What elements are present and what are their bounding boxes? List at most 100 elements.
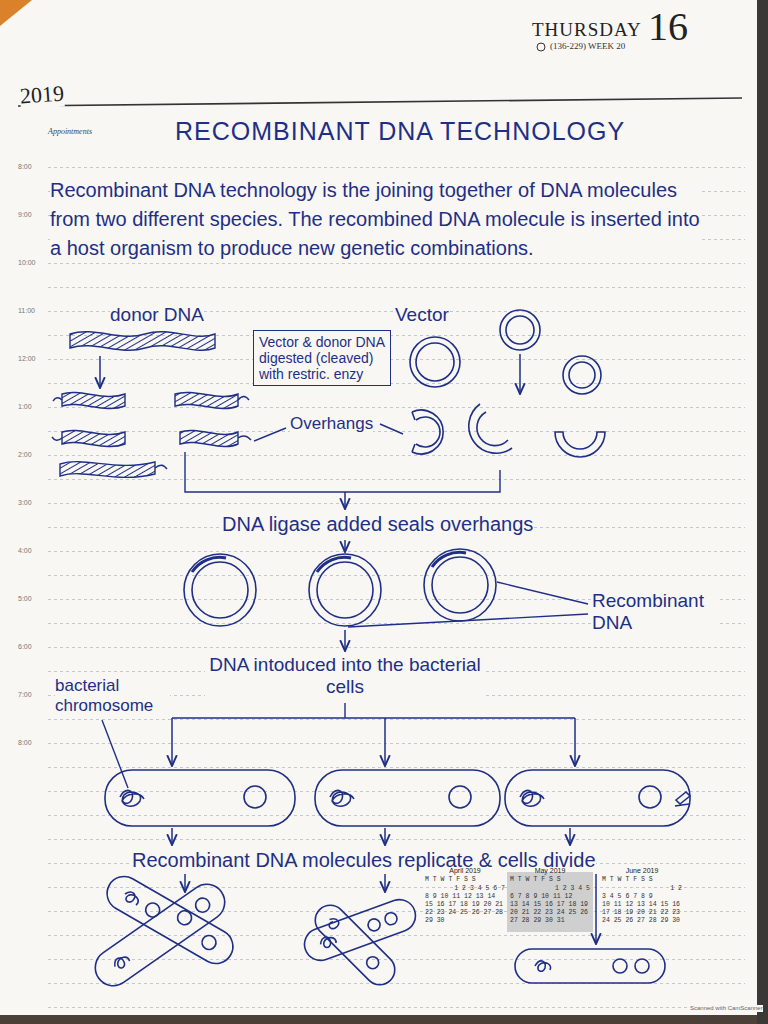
bacterial-cells-part xyxy=(449,786,471,808)
flow-arrows-part xyxy=(569,828,571,845)
vector-plasmids-part xyxy=(569,362,595,388)
calendar-text: 1 2 xyxy=(602,885,682,893)
flow-arrows-part xyxy=(574,718,576,766)
calendar-text: 27 28 29 30 31 xyxy=(510,917,590,925)
step-label: DNA ligase added seals overhangs xyxy=(222,512,533,536)
vector-plasmids-part xyxy=(500,310,540,350)
calendar-highlight xyxy=(507,864,593,932)
calendar-text: 29 30 xyxy=(425,917,505,925)
paper-page-part xyxy=(537,43,545,51)
bacterial-cells xyxy=(105,770,690,826)
bacterial-cells-part xyxy=(520,790,544,806)
dividing-cells-part-part xyxy=(383,911,398,926)
flow-arrows xyxy=(100,354,596,944)
dividing-cells-part-part xyxy=(199,933,218,952)
bacterial-cells-part xyxy=(675,792,690,806)
calendar-text: 10 11 12 13 14 15 16 xyxy=(602,901,682,909)
part-label: Overhangs xyxy=(290,414,373,434)
calendar-text: 6 7 8 9 10 11 12 xyxy=(510,893,590,901)
dividing-cells-part-part xyxy=(309,899,401,991)
vector-plasmids-part xyxy=(416,343,454,381)
part-label: bacterial chromosome xyxy=(55,676,170,716)
bacterial-cells-part xyxy=(120,790,144,806)
calendar-text: June 2019 xyxy=(602,866,682,875)
time-marker: 2:00 xyxy=(18,451,32,459)
dividing-cells-part-part xyxy=(326,916,341,931)
paper-page-part xyxy=(0,0,32,26)
vector-plasmids-part xyxy=(410,337,460,387)
dividing-cells-part-part xyxy=(515,949,665,983)
time-marker: 3:00 xyxy=(18,499,32,507)
donor-dna-strands-part xyxy=(62,430,125,446)
flow-arrows-part xyxy=(384,718,386,766)
bacterial-cells-part xyxy=(505,770,690,826)
recombinant-plasmids-part xyxy=(432,552,466,567)
definition-text: Recombinant DNA technology is the joinin… xyxy=(50,176,700,263)
calendar-text: M T W T F S S xyxy=(602,876,682,884)
paper-page-part xyxy=(757,0,768,1024)
dividing-cells-part-part xyxy=(364,954,381,971)
time-marker: 11:00 xyxy=(18,307,35,315)
time-marker: 1:00 xyxy=(18,403,32,411)
dividing-cells-part xyxy=(309,899,401,991)
donor-dna-strands-part xyxy=(70,332,215,351)
flow-arrows-part xyxy=(595,874,597,944)
week-number: (136-229) WEEK 20 xyxy=(550,41,625,52)
cut-plasmids xyxy=(412,404,605,457)
strand-tails xyxy=(52,397,251,470)
part-label: Vector xyxy=(395,303,449,326)
flow-arrows-part xyxy=(519,354,521,394)
calendar-highlight-part xyxy=(507,864,593,932)
cut-plasmids-part xyxy=(469,404,512,453)
flow-arrows-part xyxy=(344,540,346,552)
note-text: Vector & donor DNA digested (cleaved) wi… xyxy=(259,334,385,382)
dividing-cells-part-part xyxy=(366,917,381,932)
part-label: donor DNA xyxy=(110,303,204,326)
calendar-text: 22 23 24 25 26 27 28 xyxy=(425,909,505,917)
dividing-cells-part xyxy=(515,949,665,983)
paper-page-part xyxy=(45,150,745,1010)
time-marker: 4:00 xyxy=(18,547,32,555)
dividing-cells-part-part xyxy=(319,934,337,949)
dividing-cells-part-part xyxy=(635,959,649,973)
recombinant-plasmids-part xyxy=(317,562,373,618)
paper-page-part xyxy=(18,98,742,106)
strand-tails-part xyxy=(52,437,62,440)
calendar-text: M T W T F S S xyxy=(510,876,590,884)
time-marker: 12:00 xyxy=(18,355,36,363)
brackets-and-leaders-part xyxy=(497,582,588,604)
recombinant-plasmids-part xyxy=(309,554,381,626)
bacterial-cells-part xyxy=(330,790,354,806)
part-label: Recombinant DNA xyxy=(592,590,717,634)
brackets-and-leaders xyxy=(102,424,588,788)
recombinant-plasmids-part xyxy=(192,562,248,618)
dividing-cells-part-part xyxy=(175,908,194,927)
donor-dna-strands-part xyxy=(60,462,155,478)
time-marker: 8:00 xyxy=(18,739,32,747)
day-name: THURSDAY xyxy=(532,18,642,41)
time-marker: 8:00 xyxy=(18,163,32,171)
calendar-text: 8 9 10 11 12 13 14 xyxy=(425,893,505,901)
dividing-cells-part-part xyxy=(112,953,131,970)
flow-arrows-part xyxy=(184,874,186,892)
calendar-text: 1 2 3 4 5 6 7 xyxy=(425,885,505,893)
calendar-text: 20 21 22 23 24 25 26 xyxy=(510,909,590,917)
recombinant-plasmids xyxy=(184,549,496,626)
cut-plasmids-part xyxy=(555,432,605,457)
cut-plasmids-part xyxy=(412,412,415,452)
calendar-text: 17 18 19 20 21 22 23 xyxy=(602,909,682,917)
brackets-and-leaders-part xyxy=(172,703,575,718)
dividing-cells-part-part xyxy=(193,895,212,914)
calendar-text: May 2019 xyxy=(510,866,590,875)
donor-dna-strands-part xyxy=(175,392,238,408)
calendar-text: 15 16 17 18 19 20 21 xyxy=(425,901,505,909)
flow-arrows-part xyxy=(384,828,386,845)
date-number: 16 xyxy=(648,4,688,50)
bacterial-cells-part xyxy=(244,786,266,808)
flow-arrows-part xyxy=(171,718,173,766)
flow-arrows-part xyxy=(344,630,346,651)
calendar-text: M T W T F S S xyxy=(425,876,505,884)
time-marker: 6:00 xyxy=(18,643,32,651)
